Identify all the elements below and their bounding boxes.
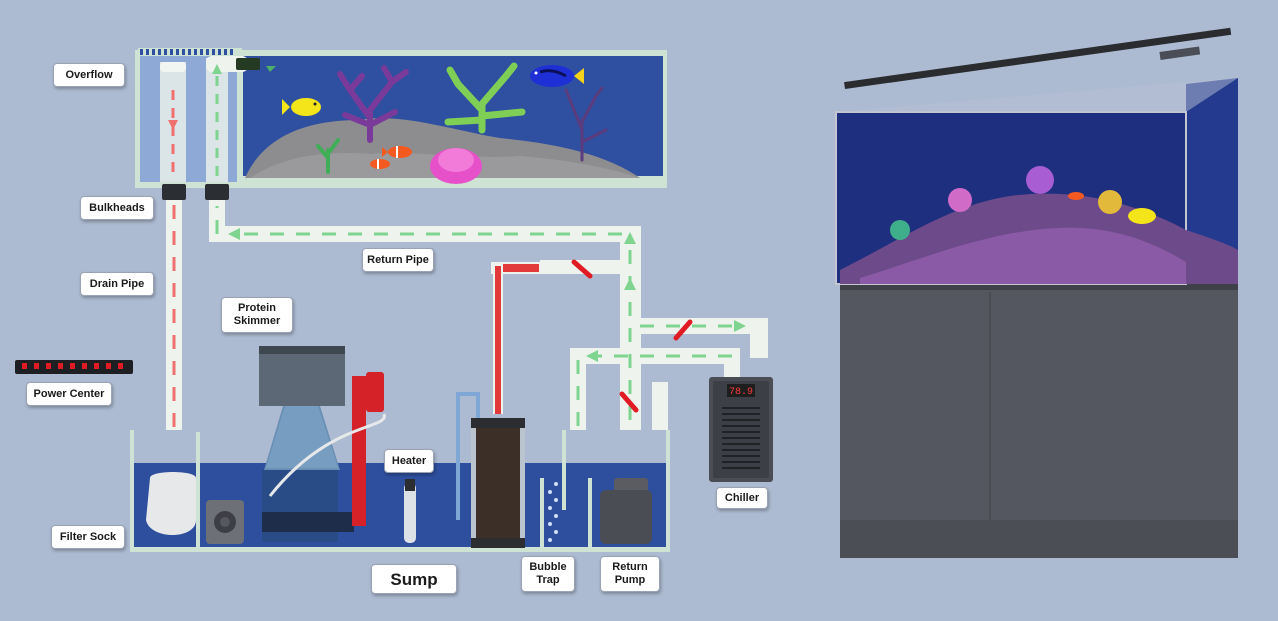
- green-coral: [444, 62, 526, 134]
- chiller-vent: [722, 407, 760, 469]
- skimmer-pump-icon: [206, 500, 244, 544]
- return-pump-icon: [600, 478, 652, 544]
- bubble-trap-icon: [548, 482, 558, 542]
- aquarium-photo: [835, 27, 1238, 558]
- clownfish-icon: [370, 146, 412, 169]
- label-sump: Sump: [371, 564, 457, 594]
- protein-skimmer: [259, 346, 386, 542]
- label-chiller: Chiller: [716, 487, 768, 509]
- pink-coral: [430, 148, 482, 184]
- small-fish-icon: [266, 66, 276, 72]
- chiller-display-readout: 78.9: [729, 387, 753, 398]
- yellow-fish-icon: [282, 98, 321, 116]
- label-drain-pipe: Drain Pipe: [80, 272, 154, 296]
- label-bulkheads: Bulkheads: [80, 196, 154, 220]
- bulkhead-return: [205, 184, 229, 200]
- purple-coral: [337, 65, 409, 143]
- label-return-pipe: Return Pipe: [362, 248, 434, 272]
- label-heater: Heater: [384, 449, 434, 473]
- label-overflow: Overflow: [53, 63, 125, 87]
- dark-purple-coral: [564, 86, 608, 162]
- label-power-center: Power Center: [26, 382, 112, 406]
- bulkhead-drain: [162, 184, 186, 200]
- overflow-return-pipe: [206, 56, 260, 182]
- label-filter-sock: Filter Sock: [51, 525, 125, 549]
- heater-icon: [404, 479, 416, 543]
- return-flow-arrowheads: [228, 228, 746, 480]
- power-strip-icon: [15, 360, 133, 374]
- ball-valve-icon: [571, 259, 693, 413]
- small-green-coral: [316, 138, 340, 174]
- overflow-drain-standpipe: [160, 62, 186, 182]
- media-reactor: [456, 392, 525, 548]
- overflow-comb: [138, 48, 242, 55]
- filter-sock-icon: [146, 472, 196, 535]
- reactor-feed-pipe: [491, 262, 541, 414]
- blue-tang-fish-icon: [530, 65, 584, 87]
- chiller-unit: 78.9: [709, 377, 773, 482]
